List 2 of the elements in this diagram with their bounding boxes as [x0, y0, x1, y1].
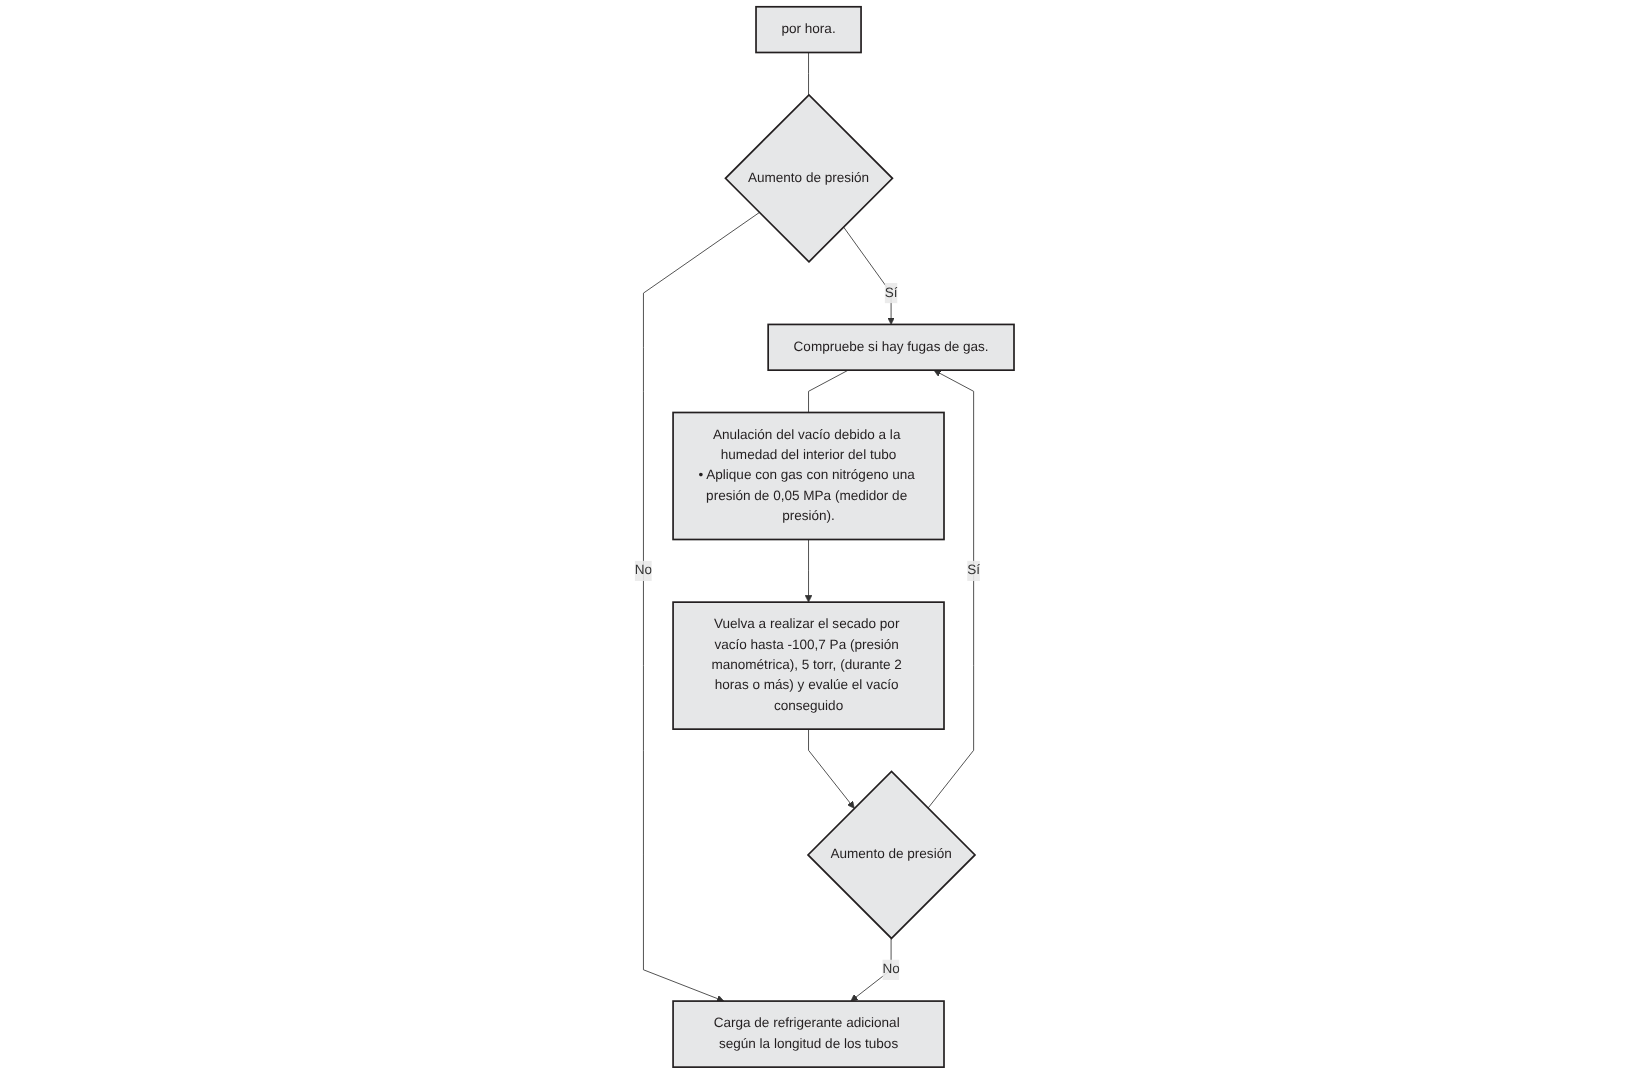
connector: [807, 369, 849, 413]
connector: [807, 52, 809, 96]
